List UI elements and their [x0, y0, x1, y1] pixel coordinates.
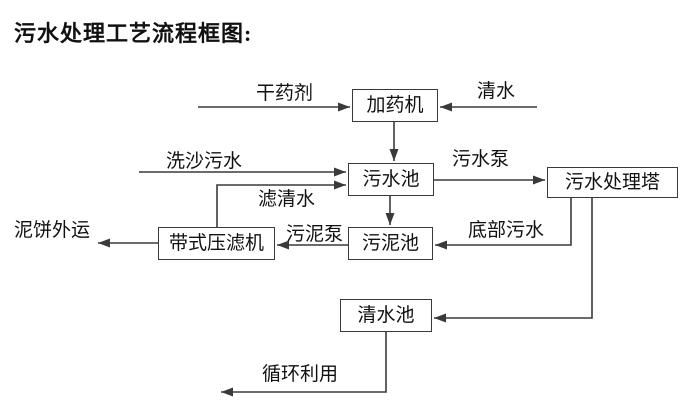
- node-sludge-pool: 污泥池: [348, 227, 433, 260]
- edge-tower-to-sludge-pool: [435, 198, 572, 250]
- label-clean-water: 清水: [477, 81, 516, 102]
- node-dosing-machine: 加药机: [352, 89, 438, 122]
- edge-filter-press-to-sewage-pool: [216, 180, 346, 227]
- edge-clean-water-pool-to-recycle: [221, 332, 387, 397]
- node-sewage-treatment-tower: 污水处理塔: [547, 167, 678, 198]
- node-sewage-pool: 污水池: [348, 163, 434, 196]
- label-sand-washing-sewage: 洗沙污水: [166, 151, 243, 172]
- label-bottom-sewage: 底部污水: [468, 220, 545, 241]
- edge-tower-to-clean-water-pool: [434, 198, 593, 323]
- label-filtered-clean-water: 滤清水: [258, 189, 316, 210]
- label-sludge-pump: 污泥泵: [286, 224, 344, 245]
- label-dry-agent: 干药剂: [256, 83, 314, 104]
- node-belt-filter-press: 带式压滤机: [158, 227, 275, 260]
- label-mud-cake-outbound: 泥饼外运: [14, 220, 91, 241]
- label-recycle-reuse: 循环利用: [262, 364, 339, 385]
- page-title: 污水处理工艺流程框图:: [14, 21, 253, 46]
- label-sewage-pump: 污水泵: [452, 149, 510, 170]
- node-clean-water-pool: 清水池: [340, 299, 432, 332]
